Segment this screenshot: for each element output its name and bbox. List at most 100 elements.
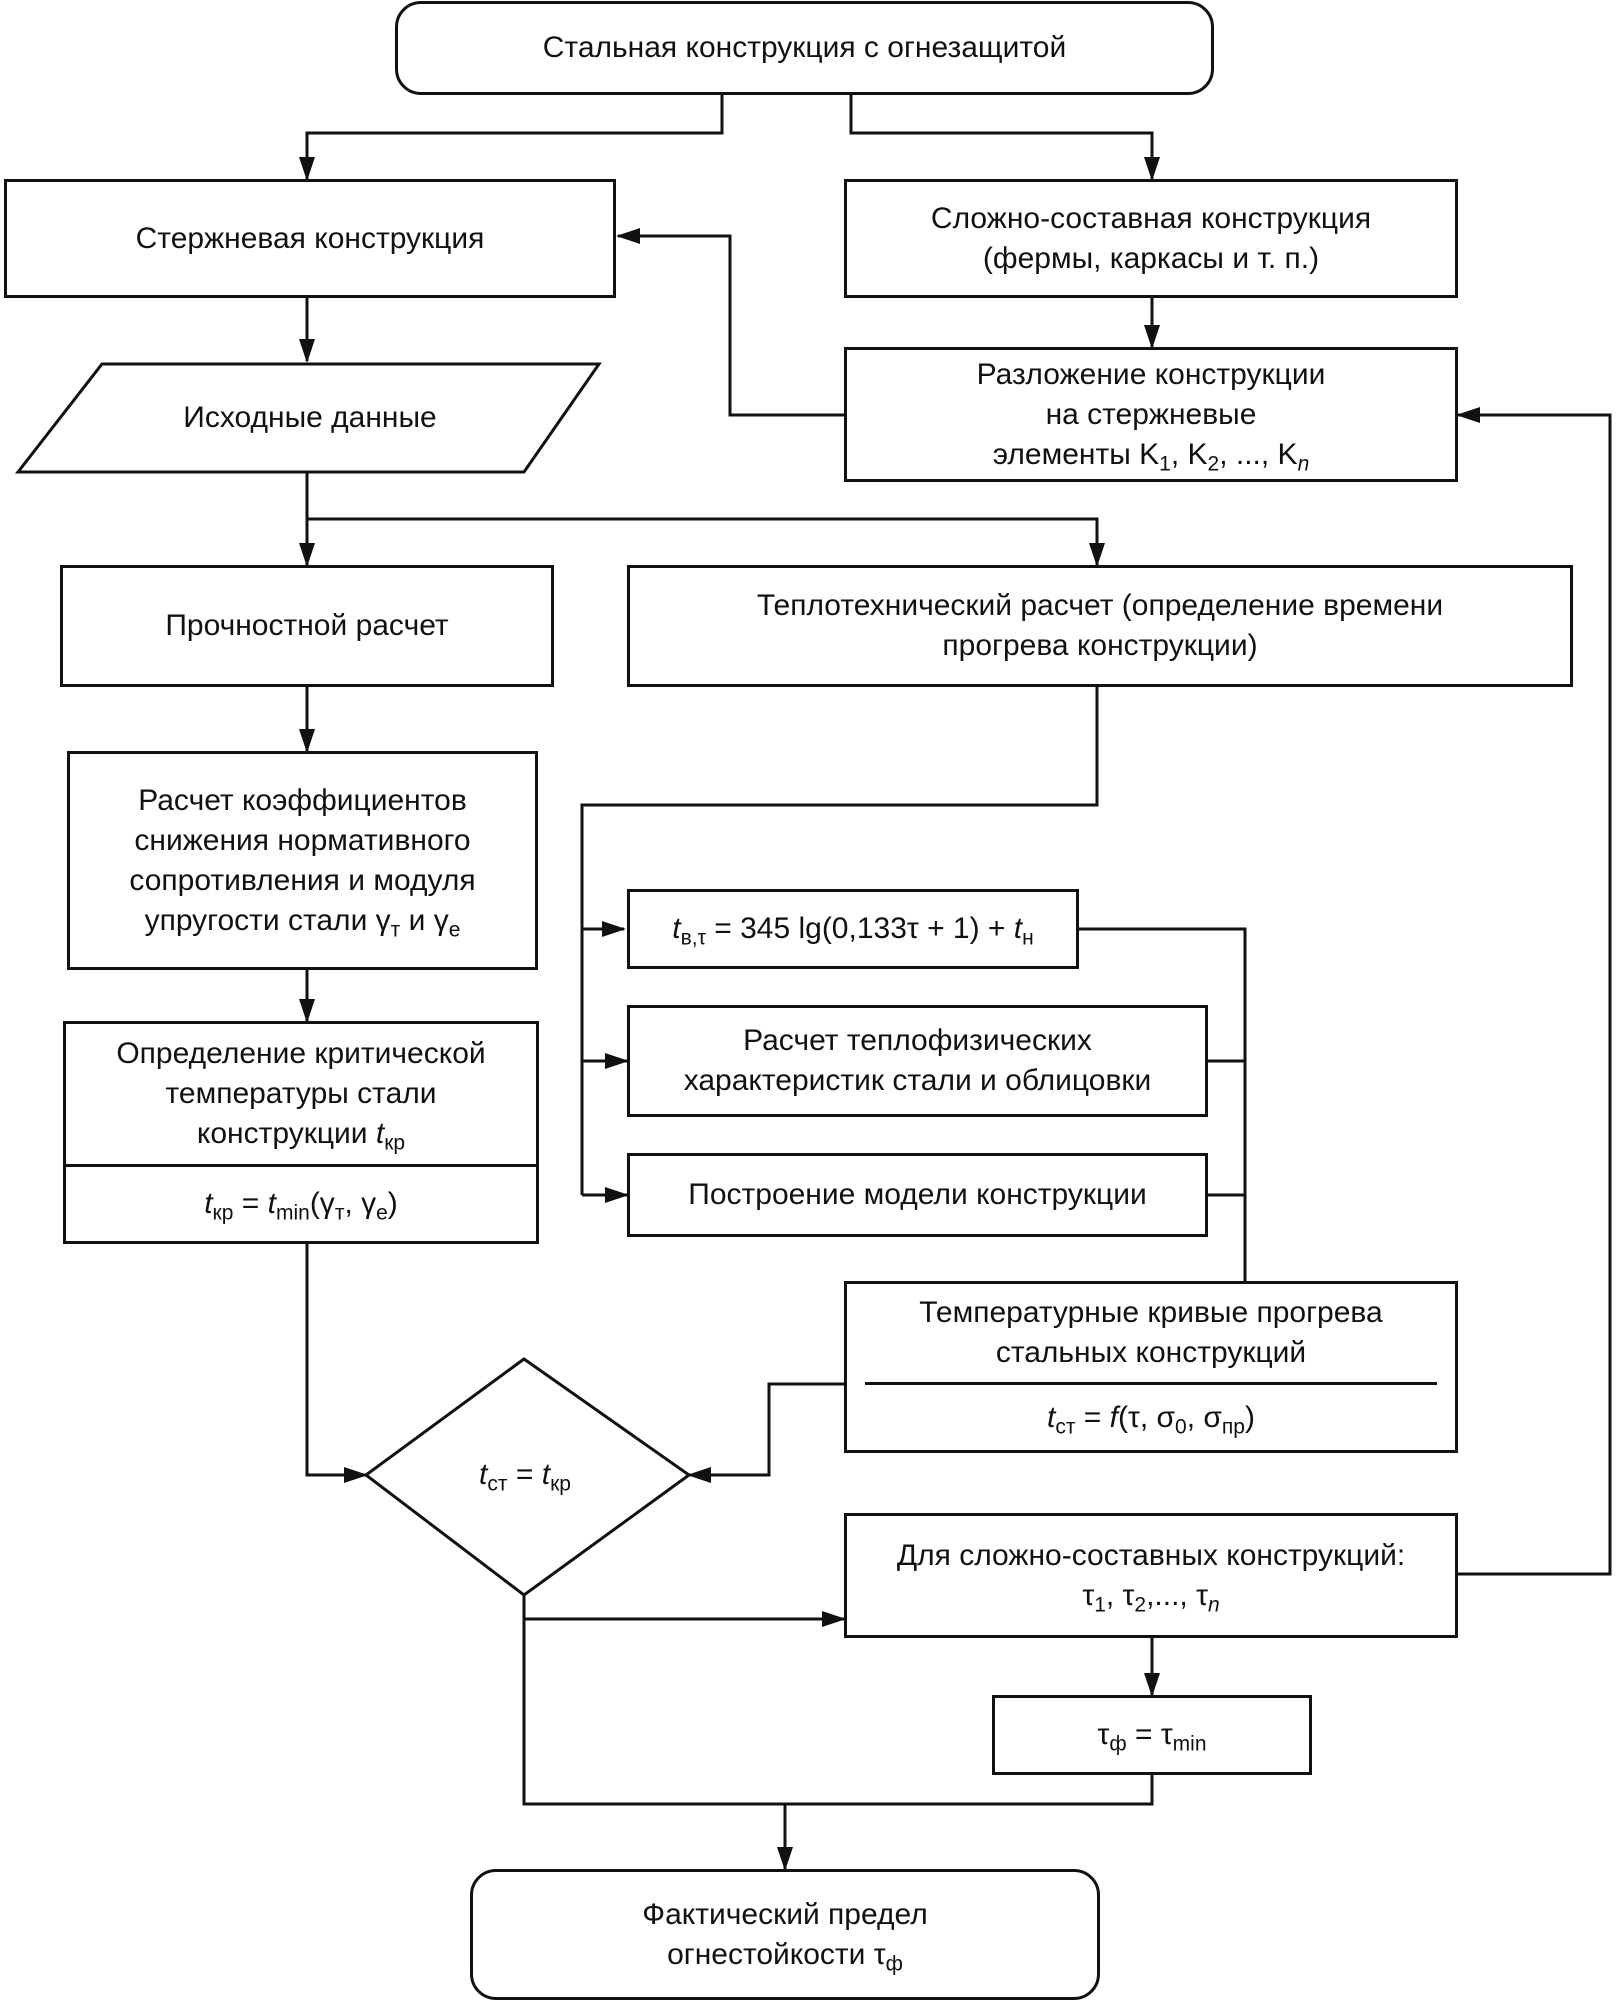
tau: τ (873, 1937, 886, 1971)
args: (τ, σ (1118, 1400, 1176, 1434)
subscript: 1 (1159, 451, 1171, 475)
subscript: ф (885, 1951, 903, 1975)
decision-diamond (363, 1357, 692, 1597)
separator: , ..., (1219, 437, 1278, 471)
node-label-line-2: характеристик стали и облицовки (683, 1064, 1152, 1097)
subscript: 2 (1134, 1592, 1147, 1616)
gamma: γ (433, 903, 449, 937)
text: упругости стали (144, 903, 376, 937)
connector-thermal-to-bus (580, 687, 1099, 1195)
subscript: кр (384, 1131, 406, 1155)
heating-curves-description: Температурные кривые прогрева стальных к… (865, 1284, 1437, 1385)
node-label-line-1: Разложение конструкции (976, 357, 1326, 391)
node-label-line-2: τ1, τ2,..., τn (1082, 1576, 1219, 1616)
formula-body: = 345 lg(0,133τ + 1) + (705, 912, 1014, 945)
node-label-line-2: огнестойкости τф (667, 1935, 903, 1975)
input-data-parallelogram (14, 362, 602, 474)
connector-top-to-complex (849, 95, 1160, 181)
paren: ) (1244, 1400, 1255, 1434)
subscript: кр (212, 1201, 234, 1225)
text: и (400, 903, 434, 937)
subscript: min (275, 1201, 310, 1225)
tau: ,..., τ (1146, 1578, 1208, 1612)
var-t: t (479, 1458, 488, 1491)
subscript: т (334, 1201, 345, 1225)
node-label-line-3: конструкции tкр (197, 1114, 405, 1154)
connector-taumin-to-merge (785, 1775, 1154, 1806)
tau: τ (1082, 1578, 1095, 1612)
critical-temperature-formula: tкр = tmin(γт, γe) (66, 1167, 536, 1241)
tau: , τ (1105, 1578, 1135, 1612)
connector-input-to-thermal (307, 517, 1105, 567)
text: огнестойкости (667, 1937, 874, 1971)
text: конструкции (196, 1117, 376, 1150)
node-complex-structure: Сложно-составная конструкция (фермы, кар… (844, 179, 1458, 298)
tau: τ (1097, 1718, 1110, 1751)
node-air-temperature-formula: tв,τ = 345 lg(0,133τ + 1) + tн (627, 889, 1079, 969)
subscript: н (1022, 926, 1034, 950)
node-rod-structure: Стержневая конструкция (4, 179, 616, 298)
formula: tв,τ = 345 lg(0,133τ + 1) + tн (672, 909, 1034, 949)
decision-formula: tст = tкр (479, 1455, 571, 1495)
node-label-line-3: элементы K1, K2, ..., Kn (993, 435, 1310, 475)
gamma: γ (375, 903, 391, 937)
node-input-data: Исходные данные (60, 364, 560, 472)
subscript: ст (487, 1472, 508, 1496)
node-label-line-2: (фермы, каркасы и т. п.) (982, 241, 1320, 275)
subscript: e (448, 917, 461, 941)
formula: tст = f(τ, σ0, σпр) (1047, 1398, 1255, 1438)
var-t: t (541, 1458, 551, 1491)
var-t: t (1013, 912, 1023, 945)
node-label: Прочностной расчет (165, 609, 449, 642)
connector-complex-tau-to-decomp (1456, 407, 1612, 1576)
connector-decision-to-complex-tau (522, 1595, 846, 1627)
node-thermal-calculation: Теплотехнический расчет (определение вре… (627, 565, 1573, 687)
node-heating-curves: Температурные кривые прогрева стальных к… (844, 1281, 1458, 1453)
equals: = (233, 1187, 268, 1220)
subscript: ф (1109, 1732, 1127, 1756)
symbol-k: K (1187, 437, 1208, 471)
node-label-line-1: Температурные кривые прогрева (919, 1296, 1383, 1329)
symbol-k: K (1277, 437, 1298, 471)
subscript: n (1297, 451, 1310, 475)
equals: = τ (1126, 1718, 1173, 1751)
paren: ) (387, 1187, 398, 1220)
text: элементы (992, 437, 1140, 471)
connector-crit-to-decision (305, 1244, 368, 1483)
node-label-line-2: снижения нормативного (134, 823, 471, 857)
node-label-line-2: на стержневые (1045, 397, 1257, 431)
node-label-line-1: Расчет теплофизических (743, 1024, 1092, 1057)
node-critical-temperature: Определение критической температуры стал… (63, 1021, 539, 1244)
subscript: кр (550, 1472, 571, 1496)
var-t: t (375, 1117, 385, 1150)
formula: τф = τmin (1097, 1715, 1206, 1755)
var-t: t (267, 1187, 276, 1220)
subscript: пр (1221, 1414, 1245, 1438)
subscript: n (1207, 1592, 1220, 1616)
connector-decision-to-merge (522, 1619, 785, 1806)
sigma: , σ (1186, 1400, 1222, 1434)
node-label: Стальная конструкция с огнезащитой (542, 31, 1067, 64)
node-model-building: Построение модели конструкции (627, 1153, 1208, 1237)
node-label-line-4: упругости стали γт и γe (145, 901, 461, 941)
subscript: 1 (1094, 1592, 1106, 1616)
subscript: ст (1055, 1414, 1076, 1438)
node-complex-tau: Для сложно-составных конструкций: τ1, τ2… (844, 1513, 1458, 1638)
subscript: 2 (1207, 451, 1220, 475)
gamma: (γ (309, 1187, 335, 1220)
node-label: Стержневая конструкция (135, 221, 485, 255)
equals: = (507, 1458, 542, 1491)
connector-curves-to-decision (687, 1382, 844, 1483)
node-label-line-1: Теплотехнический расчет (определение вре… (756, 589, 1444, 622)
node-label-line-3: сопротивления и модуля (129, 863, 476, 897)
node-coefficients-calculation: Расчет коэффициентов снижения нормативно… (67, 751, 538, 970)
node-tau-min: τф = τmin (992, 1695, 1312, 1775)
var-f: f (1109, 1400, 1119, 1434)
var-t: t (672, 912, 681, 945)
heating-curves-formula: tст = f(τ, σ0, σпр) (847, 1385, 1455, 1450)
node-label-line-1: Для сложно-составных конструкций: (896, 1538, 1406, 1572)
subscript: 0 (1175, 1414, 1187, 1438)
node-decision-label: tст = tкр (420, 1445, 630, 1505)
